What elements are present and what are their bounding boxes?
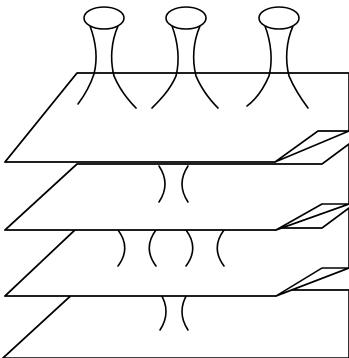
- sheet-1: [5, 73, 349, 162]
- sheet-4: [3, 290, 349, 358]
- sheet-4-plane: [3, 290, 349, 358]
- sheet-1-plane: [5, 73, 349, 162]
